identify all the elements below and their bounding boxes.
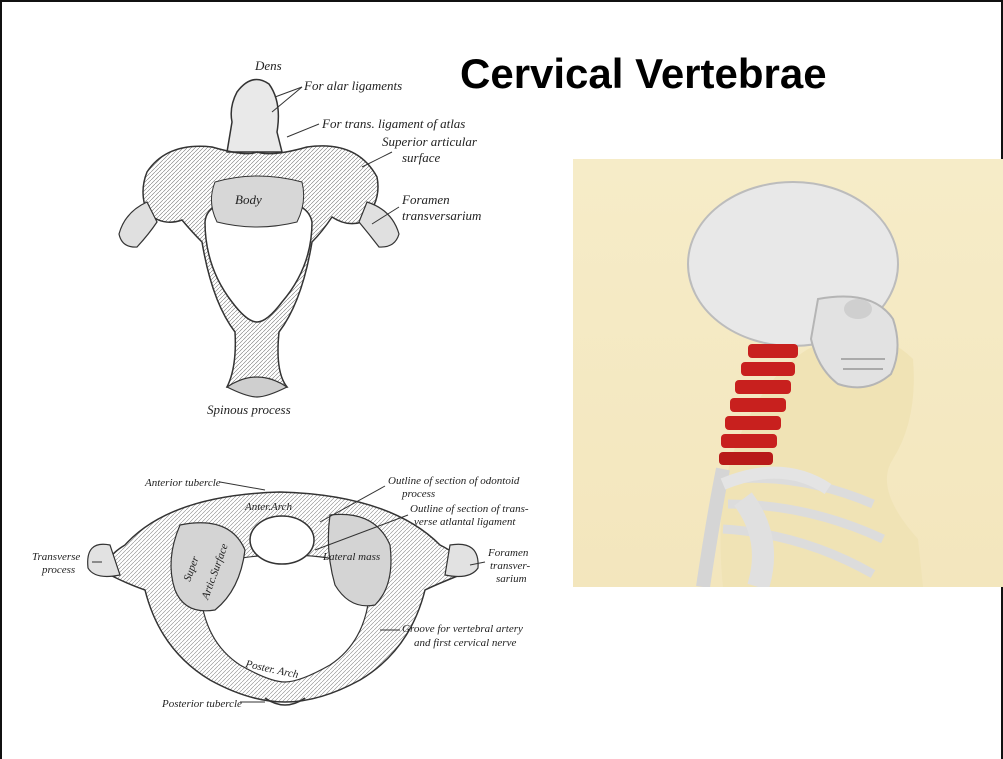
label-transverse: Transverse [32,551,80,563]
label-transversarium: transversarium [402,208,481,223]
label-superior-articular: Superior articular [382,134,478,149]
label-sarium: sarium [496,573,527,585]
axis-vertebra-figure: Dens For alar ligaments For trans. ligam… [107,52,537,432]
label-lateral-mass: Lateral mass [322,551,380,563]
skeleton-drawing [573,159,1003,587]
label-surface: surface [402,150,441,165]
label-outline-trans: Outline of section of trans- [410,503,529,515]
label-outline-odontoid: Outline of section of odontoid [388,475,520,487]
label-groove-nerve: and first cervical nerve [414,637,516,649]
axis-vertebra-drawing: Dens For alar ligaments For trans. ligam… [107,52,537,432]
skeleton-neck-illustration [573,159,1003,587]
label-foramen: Foramen [401,192,450,207]
atlas-vertebra-drawing: Anterior tubercle Anter.Arch Outline of … [30,470,570,715]
label-transverse-process: process [41,564,75,576]
label-body: Body [235,192,262,207]
label-dens: Dens [254,58,282,73]
label-groove: Groove for vertebral artery [402,623,523,635]
label-spinous-process: Spinous process [207,402,291,417]
label-posterior-tubercle: Posterior tubercle [161,698,242,710]
label-outline-ligament: verse atlantal ligament [414,516,516,528]
label-foramen: Foramen [487,547,529,559]
label-transver: transver- [490,560,530,572]
atlas-vertebra-figure: Anterior tubercle Anter.Arch Outline of … [30,470,570,715]
label-trans-ligament: For trans. ligament of atlas [321,116,465,131]
label-outline-process: process [401,488,435,500]
label-alar-ligaments: For alar ligaments [303,78,402,93]
label-anterior-tubercle: Anterior tubercle [144,477,221,489]
label-anter-arch: Anter.Arch [244,501,292,513]
